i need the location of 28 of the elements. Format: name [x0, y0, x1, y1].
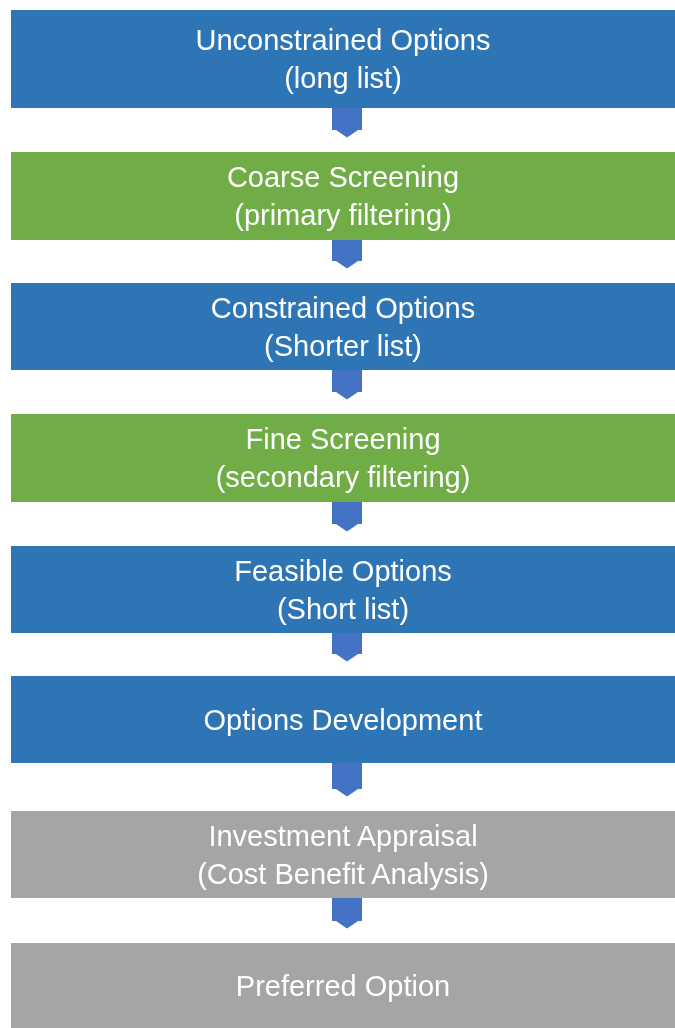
box-text: Unconstrained Options	[195, 23, 491, 58]
block-arrow	[332, 240, 362, 269]
process-box	[11, 546, 675, 633]
box-text: Constrained Options	[210, 290, 476, 326]
box-text: Options Development	[203, 702, 483, 738]
process-box	[11, 943, 675, 1028]
process-box	[11, 676, 675, 763]
box-text: Preferred Option	[235, 968, 451, 1004]
box-text: (secondary filtering)	[215, 460, 471, 495]
box-text: (Shorter list)	[264, 328, 422, 364]
process-box	[11, 283, 675, 370]
process-box	[11, 10, 675, 108]
box-text: Investment Appraisal	[208, 818, 478, 854]
box-text: (Cost Benefit Analysis)	[197, 856, 489, 892]
box-text: (Short list)	[276, 591, 410, 627]
box-text: Fine Screening	[245, 422, 441, 457]
block-arrow	[332, 763, 362, 797]
process-box	[11, 414, 675, 502]
process-box	[11, 811, 675, 898]
box-text: (primary filtering)	[234, 198, 452, 233]
box-text: Feasible Options	[234, 553, 452, 589]
block-arrow	[332, 108, 362, 138]
process-box	[11, 152, 675, 240]
block-arrow	[332, 370, 362, 400]
block-arrow	[332, 502, 362, 532]
block-arrow	[332, 633, 362, 662]
box-text: (long list)	[284, 61, 402, 96]
box-text: Coarse Screening	[226, 160, 460, 195]
